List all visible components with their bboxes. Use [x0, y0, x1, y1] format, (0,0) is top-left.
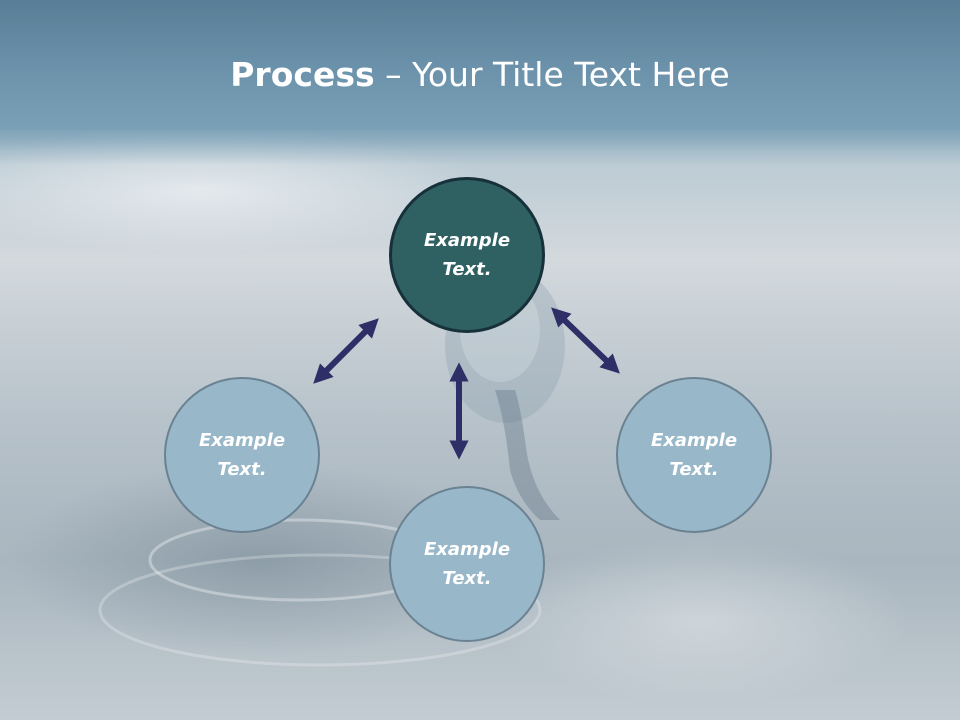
process-node-left[interactable]: Example Text. — [164, 377, 320, 533]
arrow-center-left — [313, 318, 379, 384]
title-band — [0, 0, 960, 130]
page-title: Process – Your Title Text Here — [0, 52, 960, 98]
arrow-center-right — [551, 307, 620, 374]
node-text-line2: Text. — [442, 259, 492, 280]
node-text-line2: Text. — [217, 459, 267, 480]
process-node-bottom[interactable]: Example Text. — [389, 486, 545, 642]
node-text-line1: Example — [423, 230, 511, 251]
title-rest: – Your Title Text Here — [374, 55, 730, 94]
process-node-right[interactable]: Example Text. — [616, 377, 772, 533]
node-text-line1: Example — [650, 430, 738, 451]
node-text-line1: Example — [423, 539, 511, 560]
node-text-line2: Text. — [669, 459, 719, 480]
node-text-line1: Example — [198, 430, 286, 451]
process-node-center[interactable]: Example Text. — [389, 177, 545, 333]
node-text-line2: Text. — [442, 568, 492, 589]
title-bold: Process — [230, 55, 375, 94]
title-band-fade — [0, 125, 960, 165]
